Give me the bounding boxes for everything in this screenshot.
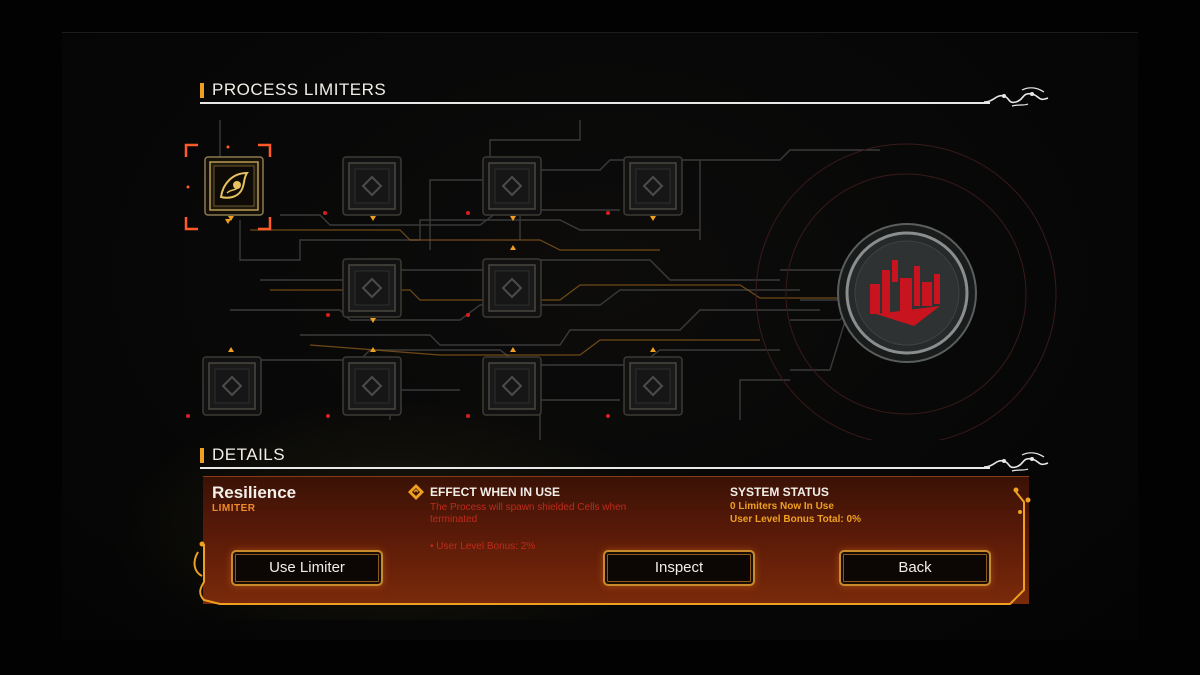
chip-slot-9[interactable] xyxy=(481,355,543,417)
user-level-bonus-total: User Level Bonus Total: 0% xyxy=(730,514,861,525)
ornament-icon xyxy=(983,452,1049,472)
diamond-icon xyxy=(221,375,243,397)
diamond-icon xyxy=(501,277,523,299)
diamond-icon xyxy=(361,175,383,197)
details-header: DETAILS xyxy=(200,445,1052,472)
diamond-icon xyxy=(501,175,523,197)
effect-bonus: • User Level Bonus: 2% xyxy=(430,541,536,552)
chip-slot-2[interactable] xyxy=(341,155,403,217)
inspect-button[interactable]: Inspect xyxy=(603,550,755,586)
chip-slot-8[interactable] xyxy=(341,355,403,417)
use-limiter-button[interactable]: Use Limiter xyxy=(231,550,383,586)
selection-brackets xyxy=(184,143,272,231)
chip-slot-3[interactable] xyxy=(481,155,543,217)
system-status-title: SYSTEM STATUS xyxy=(730,485,829,499)
effect-title: EFFECT WHEN IN USE xyxy=(430,485,561,499)
chip-slot-7[interactable] xyxy=(201,355,263,417)
chip-slot-5[interactable] xyxy=(341,257,403,319)
details-title: DETAILS xyxy=(212,445,286,464)
ornament-icon xyxy=(983,87,1049,107)
chip-slot-4[interactable] xyxy=(622,155,684,217)
corrupted-city-icon xyxy=(870,260,940,326)
process-limiters-header: PROCESS LIMITERS xyxy=(200,80,1052,107)
panel-ornate-border xyxy=(193,487,1031,605)
diamond-icon xyxy=(642,375,664,397)
header-accent-bar xyxy=(200,448,204,463)
limiters-in-use: 0 Limiters Now In Use xyxy=(730,501,834,512)
diamond-icon xyxy=(361,277,383,299)
bird-emblem-icon xyxy=(219,171,249,199)
diamond-icon xyxy=(642,175,664,197)
process-core xyxy=(836,222,978,364)
effect-description: The Process will spawn shielded Cells wh… xyxy=(430,502,627,525)
limiter-name: Resilience xyxy=(212,483,297,502)
header-accent-bar xyxy=(200,83,204,98)
limiter-type: LIMITER xyxy=(212,503,256,514)
diamond-icon xyxy=(361,375,383,397)
back-button[interactable]: Back xyxy=(839,550,991,586)
header-rule xyxy=(200,467,990,469)
chip-resilience[interactable] xyxy=(203,155,265,217)
diamond-icon xyxy=(501,375,523,397)
chip-slot-10[interactable] xyxy=(622,355,684,417)
chip-slot-6[interactable] xyxy=(481,257,543,319)
process-limiters-title: PROCESS LIMITERS xyxy=(212,80,387,99)
effect-diamond-icon xyxy=(408,484,424,500)
header-rule xyxy=(200,102,990,104)
